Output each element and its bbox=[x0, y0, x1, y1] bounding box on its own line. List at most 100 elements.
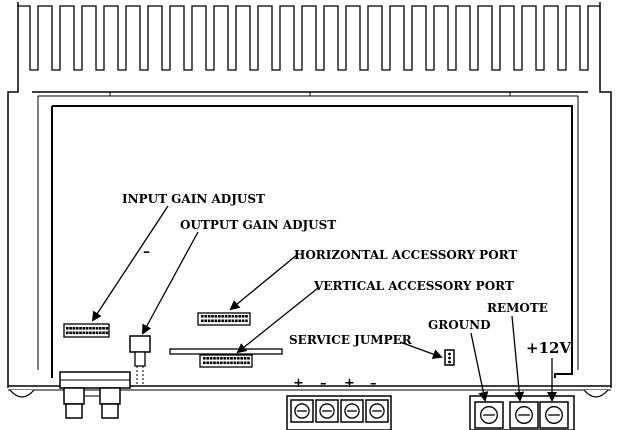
terminal-mark: + bbox=[293, 376, 304, 391]
label-input-gain: INPUT GAIN ADJUST bbox=[122, 192, 265, 206]
header-pin bbox=[203, 361, 206, 365]
header-pin bbox=[247, 357, 250, 360]
header-pin bbox=[245, 315, 248, 318]
header-pin bbox=[214, 315, 218, 318]
header-pin bbox=[241, 319, 245, 323]
header-pin bbox=[201, 319, 204, 323]
header-pin bbox=[213, 361, 216, 365]
header-pin bbox=[206, 357, 209, 360]
header-pin bbox=[238, 319, 241, 323]
arrow-output-gain bbox=[142, 231, 199, 335]
header-pin bbox=[66, 331, 69, 335]
header-pin bbox=[89, 331, 92, 335]
terminal-polarity-marks: + – + – bbox=[293, 376, 377, 391]
label-dash: – bbox=[143, 244, 150, 260]
header-pin bbox=[224, 319, 228, 323]
arrow-vertical-port bbox=[236, 287, 319, 354]
header-pin bbox=[223, 361, 226, 365]
header-pin bbox=[228, 319, 231, 323]
power-terminal-block bbox=[469, 395, 575, 430]
header-pin bbox=[243, 357, 247, 360]
header-pin bbox=[220, 357, 223, 360]
heat-sink-fins bbox=[18, 5, 600, 71]
header-pin bbox=[95, 331, 99, 335]
header-pin bbox=[209, 361, 213, 365]
header-pin bbox=[82, 327, 86, 330]
header-pin bbox=[218, 319, 221, 323]
header-pin bbox=[69, 327, 72, 330]
header-pin bbox=[228, 315, 231, 318]
header-pin bbox=[218, 315, 221, 318]
header-pin bbox=[75, 331, 79, 335]
header-pin bbox=[89, 327, 92, 330]
heat-sink-outline bbox=[18, 5, 600, 71]
header-pin bbox=[241, 315, 245, 318]
header-pin bbox=[233, 357, 237, 360]
header-pin bbox=[75, 327, 79, 330]
label-vertical-port: VERTICAL ACCESSORY PORT bbox=[313, 279, 514, 293]
header-pin bbox=[224, 315, 228, 318]
header-pin bbox=[105, 331, 109, 335]
header-pin bbox=[247, 361, 250, 365]
header-pin bbox=[79, 327, 82, 330]
header-pin bbox=[72, 327, 76, 330]
arrow-remote bbox=[511, 315, 525, 402]
terminal-mark: – bbox=[370, 376, 377, 391]
header-pin bbox=[213, 357, 216, 360]
header-pin bbox=[92, 327, 95, 330]
header-pin bbox=[82, 331, 86, 335]
header-pin bbox=[99, 327, 102, 330]
header-pin bbox=[221, 319, 224, 323]
header-pin bbox=[206, 361, 209, 365]
speaker-terminal-block bbox=[286, 395, 392, 430]
header-pin bbox=[214, 319, 218, 323]
terminal-mark: – bbox=[320, 376, 327, 391]
input-gain-header bbox=[63, 323, 110, 338]
header-pin bbox=[220, 361, 223, 365]
header-pin bbox=[92, 331, 95, 335]
header-pin bbox=[231, 319, 235, 323]
header-pin bbox=[203, 357, 206, 360]
chassis-feet bbox=[9, 389, 609, 398]
arrow-service-jumper bbox=[399, 341, 443, 359]
header-pin bbox=[69, 331, 72, 335]
horizontal-accessory-port bbox=[197, 312, 251, 326]
header-pin bbox=[235, 315, 238, 318]
header-pin bbox=[102, 327, 105, 330]
header-pin bbox=[209, 357, 213, 360]
header-pin bbox=[204, 319, 207, 323]
header-pin bbox=[201, 315, 204, 318]
label-power: +12V bbox=[526, 339, 571, 357]
header-pin bbox=[85, 331, 89, 335]
leader-arrows bbox=[91, 205, 557, 402]
header-pin bbox=[211, 315, 214, 318]
label-ground: GROUND bbox=[428, 318, 491, 332]
header-pin bbox=[230, 357, 233, 360]
header-pin bbox=[237, 357, 240, 360]
arrow-input-gain bbox=[91, 205, 169, 322]
header-pin bbox=[85, 327, 89, 330]
header-pin bbox=[235, 319, 238, 323]
header-pin bbox=[207, 315, 211, 318]
rca-input-jacks bbox=[59, 371, 131, 419]
header-pin bbox=[226, 357, 230, 360]
header-pin bbox=[240, 357, 243, 360]
header-pin bbox=[238, 315, 241, 318]
label-horizontal-port: HORIZONTAL ACCESSORY PORT bbox=[294, 248, 517, 262]
header-pin bbox=[240, 361, 243, 365]
vertical-accessory-port bbox=[169, 348, 283, 368]
output-gain-potentiometer bbox=[129, 335, 151, 386]
header-pin bbox=[237, 361, 240, 365]
label-remote: REMOTE bbox=[487, 301, 548, 315]
header-pin bbox=[72, 331, 76, 335]
header-pin bbox=[216, 357, 220, 360]
header-pin bbox=[233, 361, 237, 365]
header-pin bbox=[243, 361, 247, 365]
arrow-ground bbox=[470, 332, 489, 402]
header-pin bbox=[230, 361, 233, 365]
terminal-mark: + bbox=[344, 376, 355, 391]
label-output-gain: OUTPUT GAIN ADJUST bbox=[180, 218, 336, 232]
header-pin bbox=[211, 319, 214, 323]
header-pin bbox=[99, 331, 102, 335]
